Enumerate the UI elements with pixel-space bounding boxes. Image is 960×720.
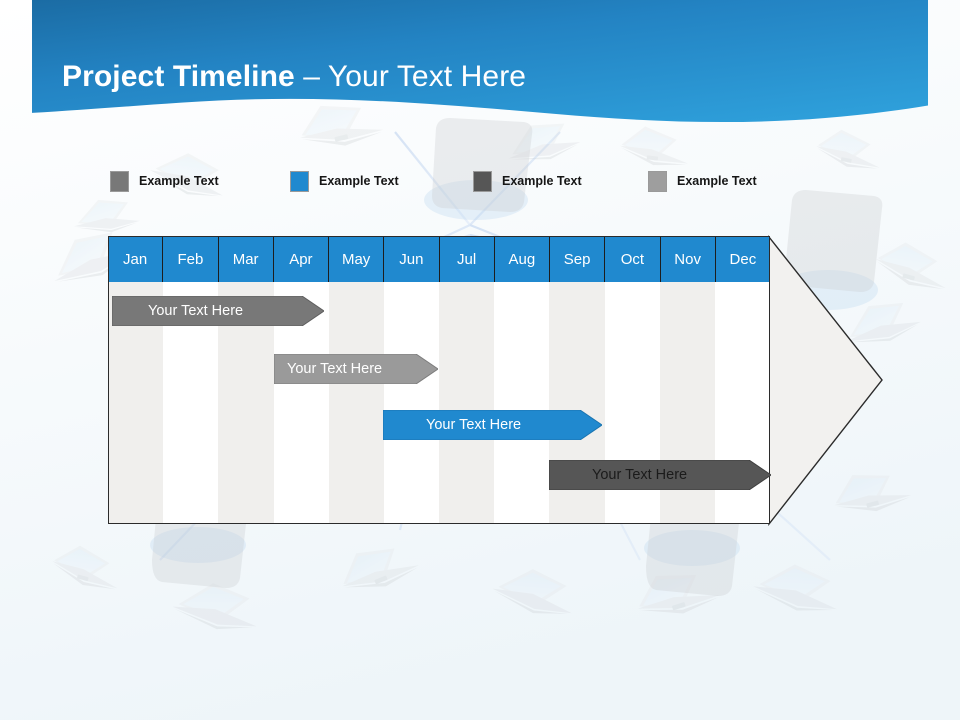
timeline-arrow-head (768, 235, 883, 526)
page-title-light: – Your Text Here (294, 60, 527, 93)
legend-item-3[interactable]: Example Text (473, 168, 582, 194)
month-cell-apr[interactable]: Apr (273, 236, 329, 282)
month-cell-jan[interactable]: Jan (108, 236, 164, 282)
month-cell-sep[interactable]: Sep (550, 236, 606, 282)
month-cell-oct[interactable]: Oct (605, 236, 661, 282)
legend-item-4[interactable]: Example Text (648, 168, 757, 194)
month-header-row: Jan Feb Mar Apr May Jun Jul Aug Sep Oct … (108, 236, 770, 282)
legend-swatch-icon (290, 170, 309, 192)
legend-swatch-icon (110, 170, 129, 192)
page-title-strong: Project Timeline (62, 60, 295, 93)
legend: Example Text Example Text Example Text E… (110, 168, 810, 194)
task-bar-3[interactable] (383, 410, 602, 440)
month-cell-mar[interactable]: Mar (218, 236, 274, 282)
legend-item-1[interactable]: Example Text (110, 168, 219, 194)
grid-column-jun (383, 282, 440, 524)
month-cell-dec[interactable]: Dec (715, 236, 770, 282)
legend-item-label: Example Text (139, 174, 219, 188)
page-title: Project Timeline – Your Text Here (62, 60, 526, 94)
legend-swatch-icon (648, 170, 667, 192)
grid-column-may (328, 282, 384, 524)
month-cell-nov[interactable]: Nov (660, 236, 716, 282)
legend-swatch-icon (473, 170, 492, 192)
month-cell-feb[interactable]: Feb (163, 236, 219, 282)
legend-item-label: Example Text (502, 174, 582, 188)
legend-item-label: Example Text (677, 174, 757, 188)
month-cell-jul[interactable]: Jul (439, 236, 495, 282)
grid-column-jul (439, 282, 495, 524)
legend-item-2[interactable]: Example Text (290, 168, 399, 194)
month-cell-may[interactable]: May (329, 236, 385, 282)
month-cell-aug[interactable]: Aug (494, 236, 550, 282)
task-bar-4[interactable] (549, 460, 771, 490)
task-bar-2[interactable] (274, 354, 438, 384)
grid-column-aug (494, 282, 550, 524)
legend-item-label: Example Text (319, 174, 399, 188)
task-bar-1[interactable] (112, 296, 324, 326)
header-band (32, 0, 928, 123)
month-cell-jun[interactable]: Jun (384, 236, 440, 282)
